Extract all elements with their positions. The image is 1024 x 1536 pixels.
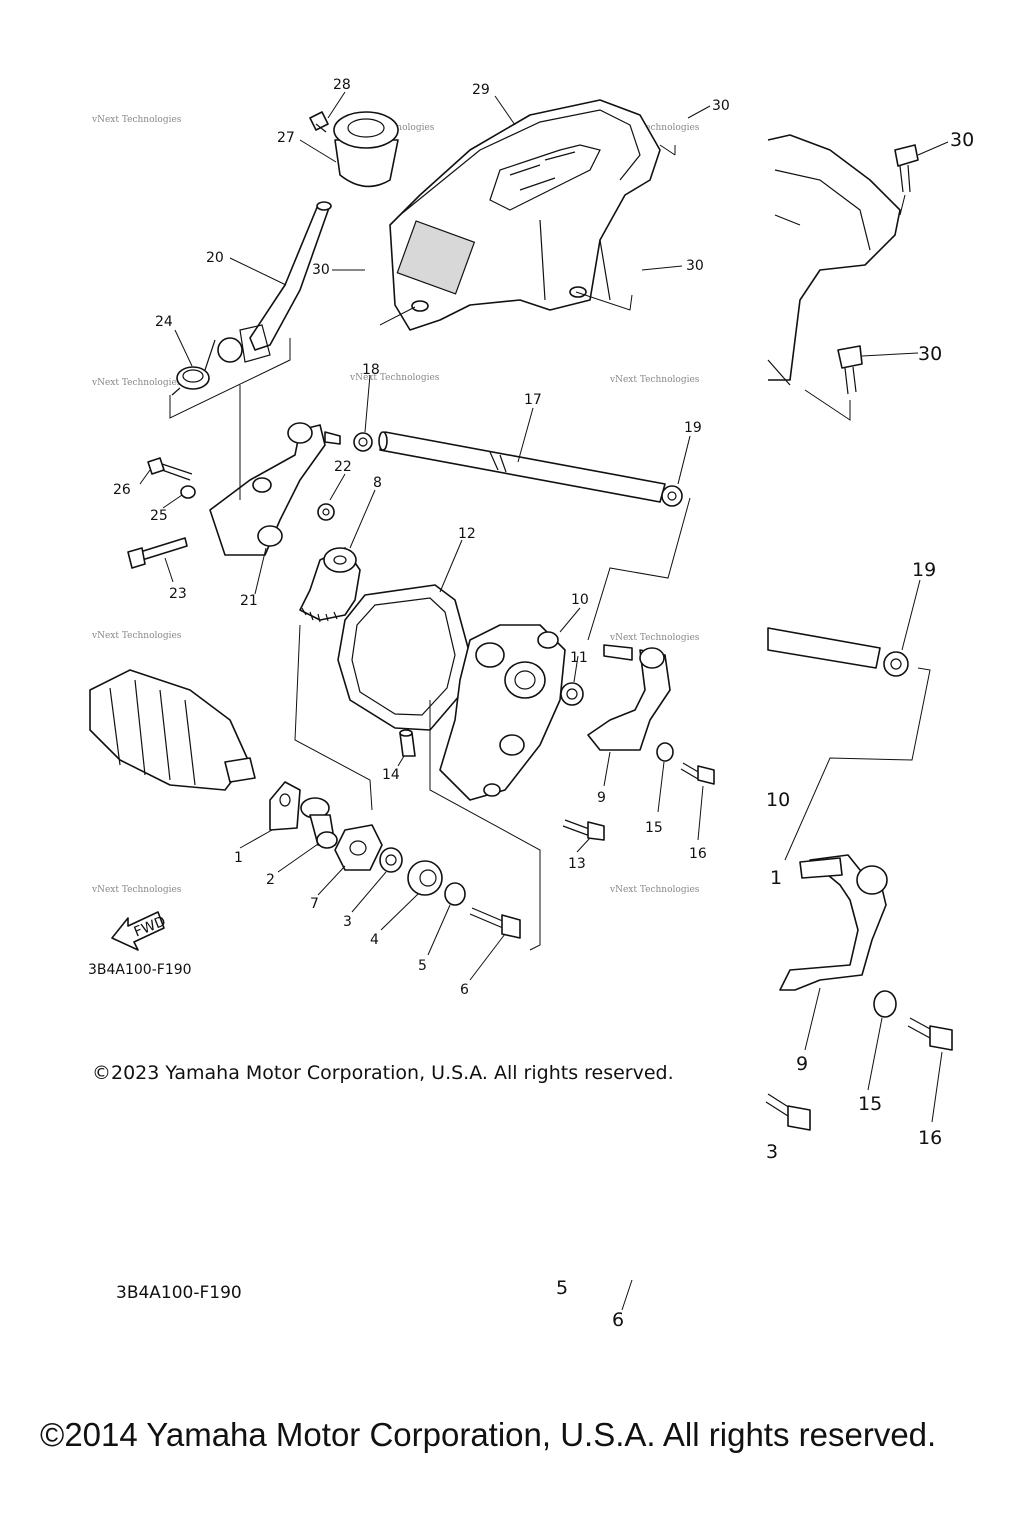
callout-22: 22 <box>334 459 352 475</box>
callout-30: 30 <box>712 98 730 114</box>
zoomed-detail-panel: 30 30 19 10 1 9 15 16 3 5 6 <box>556 129 974 1331</box>
part-28-screw <box>309 111 329 133</box>
zoom-callout-19: 19 <box>912 559 936 581</box>
diagram-code-large: 3B4A100-F190 <box>116 1283 242 1303</box>
zoom-callout-5: 5 <box>556 1277 568 1299</box>
callout-27: 27 <box>277 130 295 146</box>
zoom-callout-3: 3 <box>766 1141 778 1163</box>
callout-18: 18 <box>362 362 380 378</box>
callout-17: 17 <box>524 392 542 408</box>
part-21-bracket <box>209 422 341 556</box>
part-19-collar <box>661 485 683 507</box>
zoom-callout-30: 30 <box>918 343 942 365</box>
part-29-cover <box>389 99 661 331</box>
callout-2: 2 <box>266 872 275 888</box>
part-10-case-cover <box>439 624 566 801</box>
callout-16: 16 <box>689 846 707 862</box>
part-4-roller <box>407 860 443 896</box>
callout-9: 9 <box>597 790 606 806</box>
part-13-bolt <box>562 819 605 841</box>
part-9-shift-arm <box>587 644 671 751</box>
part-23-bolt <box>127 537 188 569</box>
callout-8: 8 <box>373 475 382 491</box>
fwd-arrow-icon: FWD <box>111 911 168 951</box>
part-24-spring <box>171 339 216 396</box>
part-16-bolt <box>680 762 715 785</box>
callout-7: 7 <box>310 896 319 912</box>
callout-14: 14 <box>382 767 400 783</box>
copyright-2014: ©2014 Yamaha Motor Corporation, U.S.A. A… <box>40 1416 937 1453</box>
copyright-2023: ©2023 Yamaha Motor Corporation, U.S.A. A… <box>92 1062 674 1084</box>
watermark: vNext Technologies <box>91 115 182 125</box>
callout-13: 13 <box>568 856 586 872</box>
callout-4: 4 <box>370 932 379 948</box>
watermark: vNext Technologies <box>91 378 182 388</box>
zoom-callout-9: 9 <box>796 1053 808 1075</box>
zoom-callout-6: 6 <box>612 1309 624 1331</box>
callout-26: 26 <box>113 482 131 498</box>
part-27-knob <box>333 111 399 188</box>
part-8-gear-segment <box>299 547 361 623</box>
part-6-bolt <box>469 907 521 939</box>
callout-20: 20 <box>206 250 224 266</box>
callouts: 1 2 3 4 5 6 7 8 9 10 11 12 13 14 15 16 1… <box>113 77 730 998</box>
watermark: vNext Technologies <box>609 633 700 643</box>
diagram-code: 3B4A100-F190 <box>88 962 192 978</box>
watermark: vNext Technologies <box>609 885 700 895</box>
part-25-washer <box>180 485 196 499</box>
part-20-shift-lever <box>217 201 332 363</box>
watermark: vNext Technologies <box>349 373 440 383</box>
callout-19: 19 <box>684 420 702 436</box>
part-14-dowel <box>399 729 416 757</box>
callout-25: 25 <box>150 508 168 524</box>
leader-lines <box>139 91 711 981</box>
part-2-collar <box>300 797 338 849</box>
zoom-callout-15: 15 <box>858 1093 882 1115</box>
callout-28: 28 <box>333 77 351 93</box>
callout-23: 23 <box>169 586 187 602</box>
watermark: vNext Technologies <box>91 631 182 641</box>
callout-5: 5 <box>418 958 427 974</box>
part-11-oil-seal <box>560 682 584 706</box>
watermark: vNext Technologies <box>91 885 182 895</box>
part-26-bolt <box>147 457 193 481</box>
part-5-washer <box>444 882 466 906</box>
zoom-callout-16: 16 <box>918 1127 942 1149</box>
callout-30: 30 <box>312 262 330 278</box>
callout-24: 24 <box>155 314 173 330</box>
zoom-callout-30: 30 <box>950 129 974 151</box>
callout-12: 12 <box>458 526 476 542</box>
zoom-callout-10: 10 <box>766 789 790 811</box>
watermark: vNext Technologies <box>609 375 700 385</box>
callout-10: 10 <box>571 592 589 608</box>
part-17-shaft <box>378 431 666 503</box>
part-1-stopper <box>269 781 301 831</box>
callout-30: 30 <box>686 258 704 274</box>
zoom-callout-1: 1 <box>770 867 782 889</box>
part-15-washer <box>656 742 674 762</box>
callout-11: 11 <box>570 650 588 666</box>
part-22-washer <box>317 503 335 521</box>
shift-drum <box>89 669 256 791</box>
part-7-gear <box>334 824 383 871</box>
part-12-gasket <box>337 584 471 731</box>
callout-15: 15 <box>645 820 663 836</box>
part-18-collar <box>353 432 373 452</box>
fwd-label: FWD <box>132 914 168 941</box>
assembly-lines <box>169 144 691 951</box>
watermark: vNext Technologies <box>609 123 700 133</box>
callout-6: 6 <box>460 982 469 998</box>
callout-1: 1 <box>234 850 243 866</box>
callout-29: 29 <box>472 82 490 98</box>
callout-21: 21 <box>240 593 258 609</box>
part-3-washer <box>379 847 403 873</box>
callout-3: 3 <box>343 914 352 930</box>
